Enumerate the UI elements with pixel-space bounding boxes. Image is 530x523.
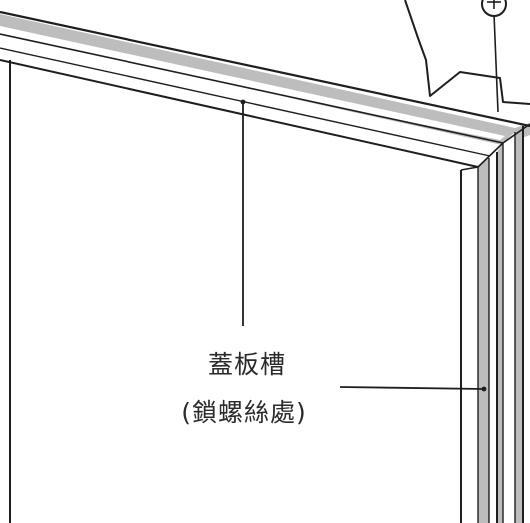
top-rail: [0, 10, 530, 168]
side-post: [460, 123, 530, 523]
callout-label-line2: (鎖螺絲處): [181, 398, 307, 427]
screw-icon: [481, 0, 507, 113]
starburst-shape: [404, 0, 530, 105]
callout-label-line1: 蓋板槽: [207, 350, 287, 379]
leader-lines: [240, 99, 487, 392]
